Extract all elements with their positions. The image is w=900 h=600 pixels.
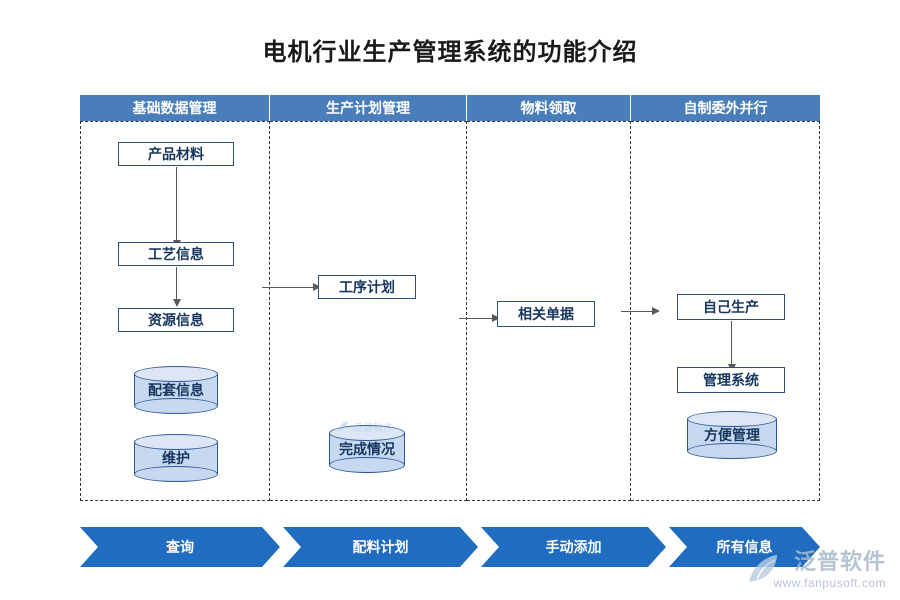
column-header-3: 物料领取 bbox=[467, 95, 631, 121]
column-panel-1 bbox=[80, 121, 270, 501]
cylinder-top bbox=[134, 366, 218, 382]
cylinder-matching-info[interactable]: 配套信息 bbox=[134, 366, 218, 414]
footer-step-2[interactable]: 配料计划 bbox=[283, 527, 478, 567]
arrow-col3-to-col4 bbox=[621, 306, 660, 315]
arrow-col1-to-col2 bbox=[262, 282, 321, 291]
cylinder-top bbox=[134, 434, 218, 450]
footer-step-3[interactable]: 手动添加 bbox=[481, 527, 666, 567]
cylinder-top bbox=[687, 411, 777, 427]
footer-step-1[interactable]: 查询 bbox=[80, 527, 280, 567]
cylinder-maintenance[interactable]: 维护 bbox=[134, 434, 218, 482]
logo-icon bbox=[748, 554, 778, 582]
footer-step-4[interactable]: 所有信息 bbox=[669, 527, 820, 567]
column-header-4: 自制委外并行 bbox=[631, 95, 820, 121]
column-panel-4 bbox=[631, 121, 820, 501]
page-title: 电机行业生产管理系统的功能介绍 bbox=[262, 39, 638, 66]
node-related-documents[interactable]: 相关单据 bbox=[497, 301, 595, 327]
arrow-product-to-process bbox=[172, 167, 181, 248]
node-management-system[interactable]: 管理系统 bbox=[677, 367, 785, 393]
cylinder-convenient-management-label: 方便管理 bbox=[704, 427, 760, 443]
cylinder-completion-status[interactable]: 完成情况 bbox=[329, 425, 405, 473]
cylinder-maintenance-label: 维护 bbox=[162, 450, 190, 466]
cylinder-bottom bbox=[134, 466, 218, 482]
node-process-info[interactable]: 工艺信息 bbox=[118, 242, 234, 266]
column-header-1: 基础数据管理 bbox=[80, 95, 270, 121]
cylinder-completion-status-label: 完成情况 bbox=[339, 441, 395, 457]
arrow-process-to-resource bbox=[172, 267, 181, 307]
column-panel-2 bbox=[270, 121, 467, 501]
watermark-url: www.fanpusoft.com bbox=[773, 576, 886, 590]
node-product-material[interactable]: 产品材料 bbox=[118, 142, 234, 166]
watermark: 泛普软件 www.fanpusoft.com bbox=[773, 544, 886, 590]
cylinder-top bbox=[329, 425, 405, 441]
node-self-production[interactable]: 自己生产 bbox=[677, 294, 785, 320]
cylinder-bottom bbox=[687, 443, 777, 459]
cylinder-convenient-management[interactable]: 方便管理 bbox=[687, 411, 777, 459]
watermark-brand: 泛普软件 bbox=[793, 549, 886, 574]
column-header-2: 生产计划管理 bbox=[270, 95, 467, 121]
arrow-col2-to-col3 bbox=[459, 313, 500, 322]
node-process-plan[interactable]: 工序计划 bbox=[318, 275, 416, 299]
cylinder-bottom bbox=[134, 398, 218, 414]
arrow-self-production-to-management bbox=[727, 321, 736, 372]
cylinder-bottom bbox=[329, 457, 405, 473]
node-resource-info[interactable]: 资源信息 bbox=[118, 308, 234, 332]
cylinder-matching-info-label: 配套信息 bbox=[148, 382, 204, 398]
